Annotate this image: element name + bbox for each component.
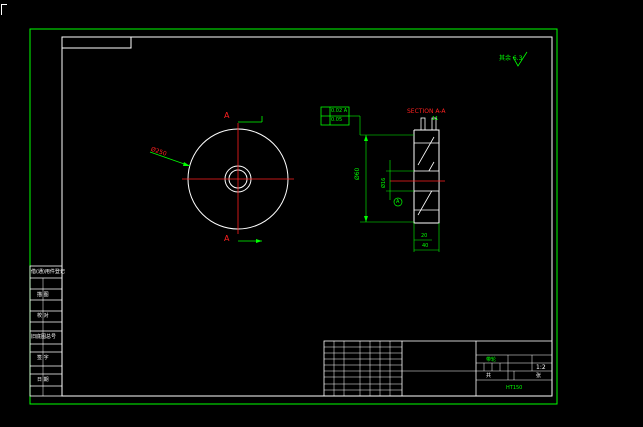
title-material: HT150	[506, 385, 523, 391]
title-block[interactable]	[323, 340, 553, 397]
left-binding-strip	[29, 265, 63, 397]
strip-cell-2: 校 对	[37, 313, 49, 319]
roughness-note: 其余 6.3	[499, 55, 523, 62]
title-sheet-left: 共	[486, 373, 492, 379]
strip-cell-1: 描 图	[37, 292, 49, 298]
dim-outer-diameter: Ø60	[354, 167, 361, 180]
strip-cell-5: 日 期	[37, 377, 49, 383]
section-marker-bottom: A	[224, 234, 230, 243]
title-scale: 1:2	[536, 364, 546, 371]
tolerance-row1: 0.02 A	[331, 108, 348, 114]
dim-width-outer: 40	[422, 243, 429, 249]
title-sheet-right: 张	[536, 373, 542, 379]
strip-cell-4: 签 字	[37, 355, 49, 361]
datum-label: A	[396, 199, 400, 205]
front-view[interactable]	[149, 116, 294, 243]
mouse-cursor	[1, 4, 7, 15]
section-view[interactable]	[320, 51, 528, 252]
title-part-name: 带轮	[486, 357, 497, 363]
diameter-leader	[149, 151, 191, 167]
strip-cell-3: 旧底图总号	[31, 334, 57, 340]
datum-symbol	[393, 197, 403, 207]
drawing-frame	[61, 36, 553, 397]
dim-hub-diameter: Ø16	[381, 177, 387, 188]
dim-width-inner: 20	[421, 233, 428, 239]
section-marker-top: A	[224, 111, 230, 120]
section-title: SECTION A-A	[407, 108, 446, 115]
roughness-symbol	[512, 51, 528, 67]
sheet-border	[29, 28, 558, 405]
dim-groove: 11	[432, 116, 439, 122]
drawing-code-box	[61, 36, 132, 49]
tolerance-row2: 0.05	[331, 117, 343, 123]
strip-cell-0: 借(通)用件登记	[31, 269, 65, 275]
